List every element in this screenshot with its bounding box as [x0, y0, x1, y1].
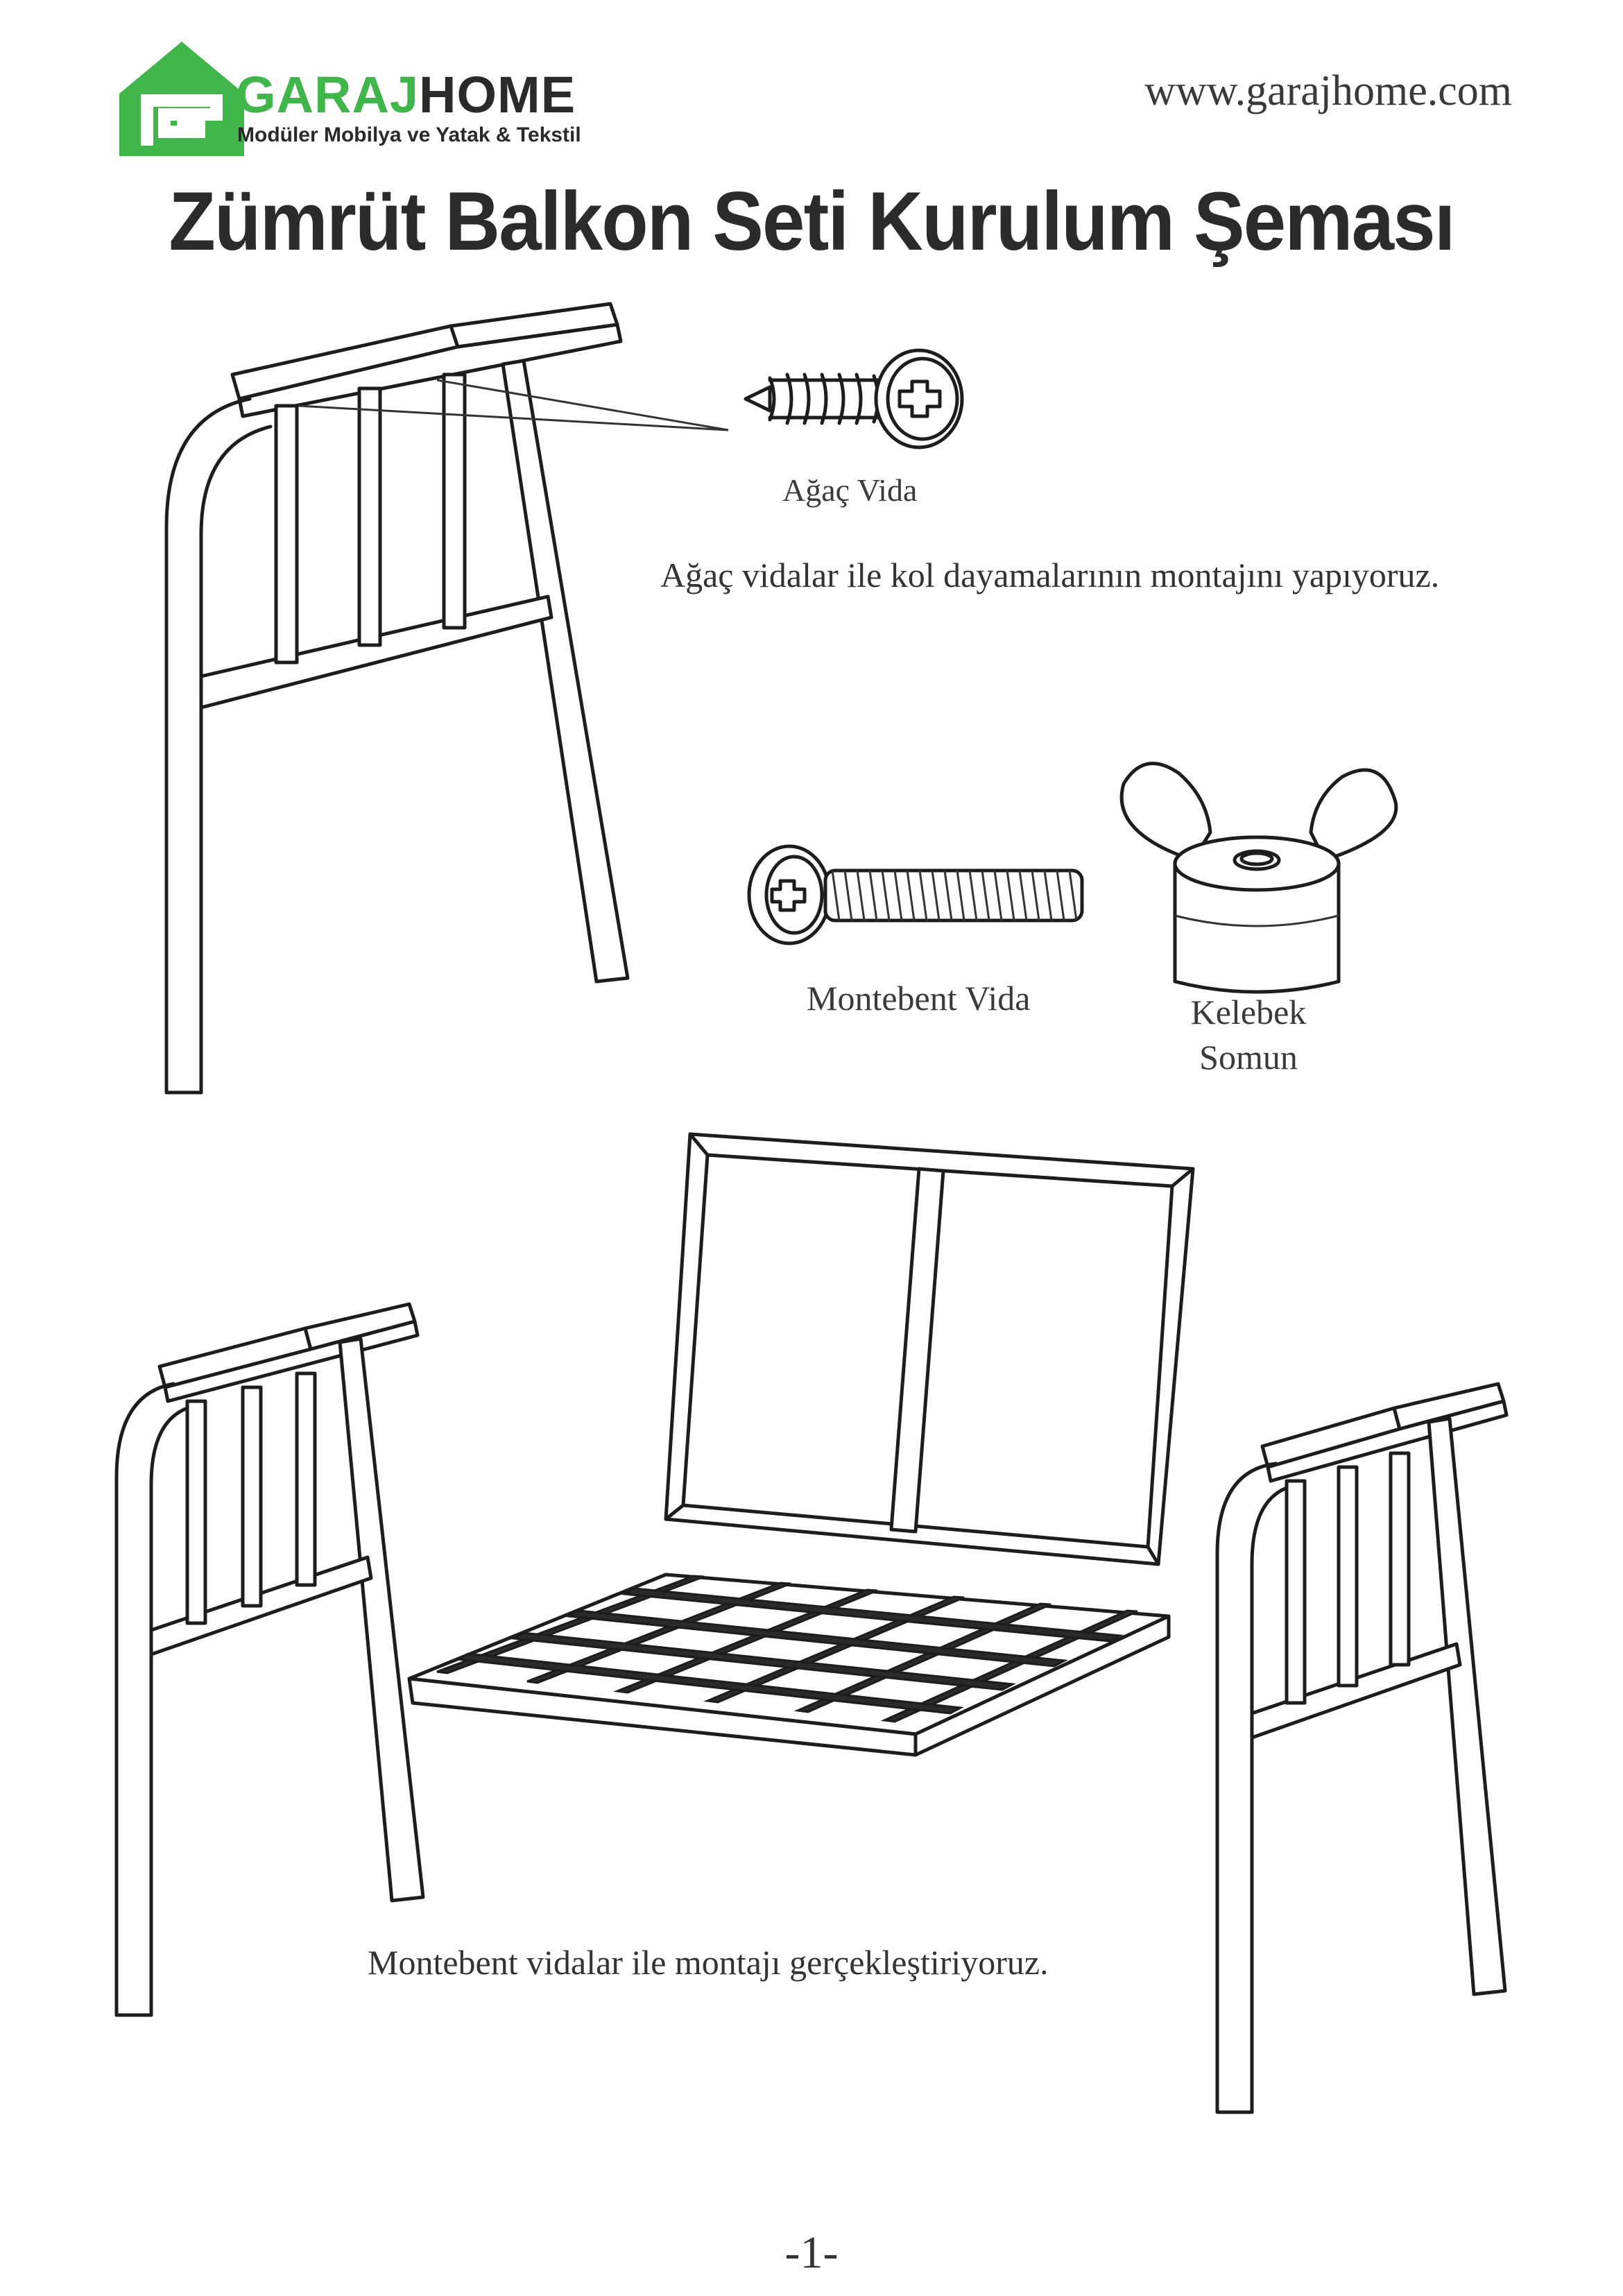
website-url[interactable]: www.garajhome.com: [1144, 67, 1512, 114]
wing-nut-label-line1: Kelebek: [1190, 993, 1307, 1031]
armrest-frame-illustration: [164, 302, 729, 1095]
right-armrest-illustration: [1215, 1382, 1509, 2114]
bolt-label: Montebent Vida: [807, 979, 1031, 1018]
seat-grid-illustration: [407, 1573, 1171, 1757]
wood-screw-label: Ağaç Vida: [782, 472, 918, 508]
brand-tagline: Modüler Mobilya ve Yatak & Tekstil: [237, 123, 581, 146]
wing-nut-icon: [1119, 762, 1398, 994]
page-title: Zümrüt Balkon Seti Kurulum Şeması: [169, 175, 1455, 268]
left-armrest-illustration: [114, 1302, 425, 2017]
garajhome-logo-icon: [119, 42, 244, 156]
brand-name: GARAJHOME: [236, 69, 576, 121]
wood-screw-icon: [744, 348, 964, 449]
brand-secondary: HOME: [419, 66, 576, 123]
step2-caption: Montebent vidalar ile montajı gerçekleşt…: [368, 1943, 1049, 1982]
page-number: -1-: [784, 2227, 839, 2278]
brand-primary: GARAJ: [236, 66, 420, 123]
backrest-frame-illustration: [664, 1132, 1195, 1566]
montebent-bolt-icon: [747, 844, 1084, 945]
step1-caption: Ağaç vidalar ile kol dayamalarının monta…: [660, 556, 1440, 594]
wing-nut-label-line2: Somun: [1199, 1038, 1298, 1077]
